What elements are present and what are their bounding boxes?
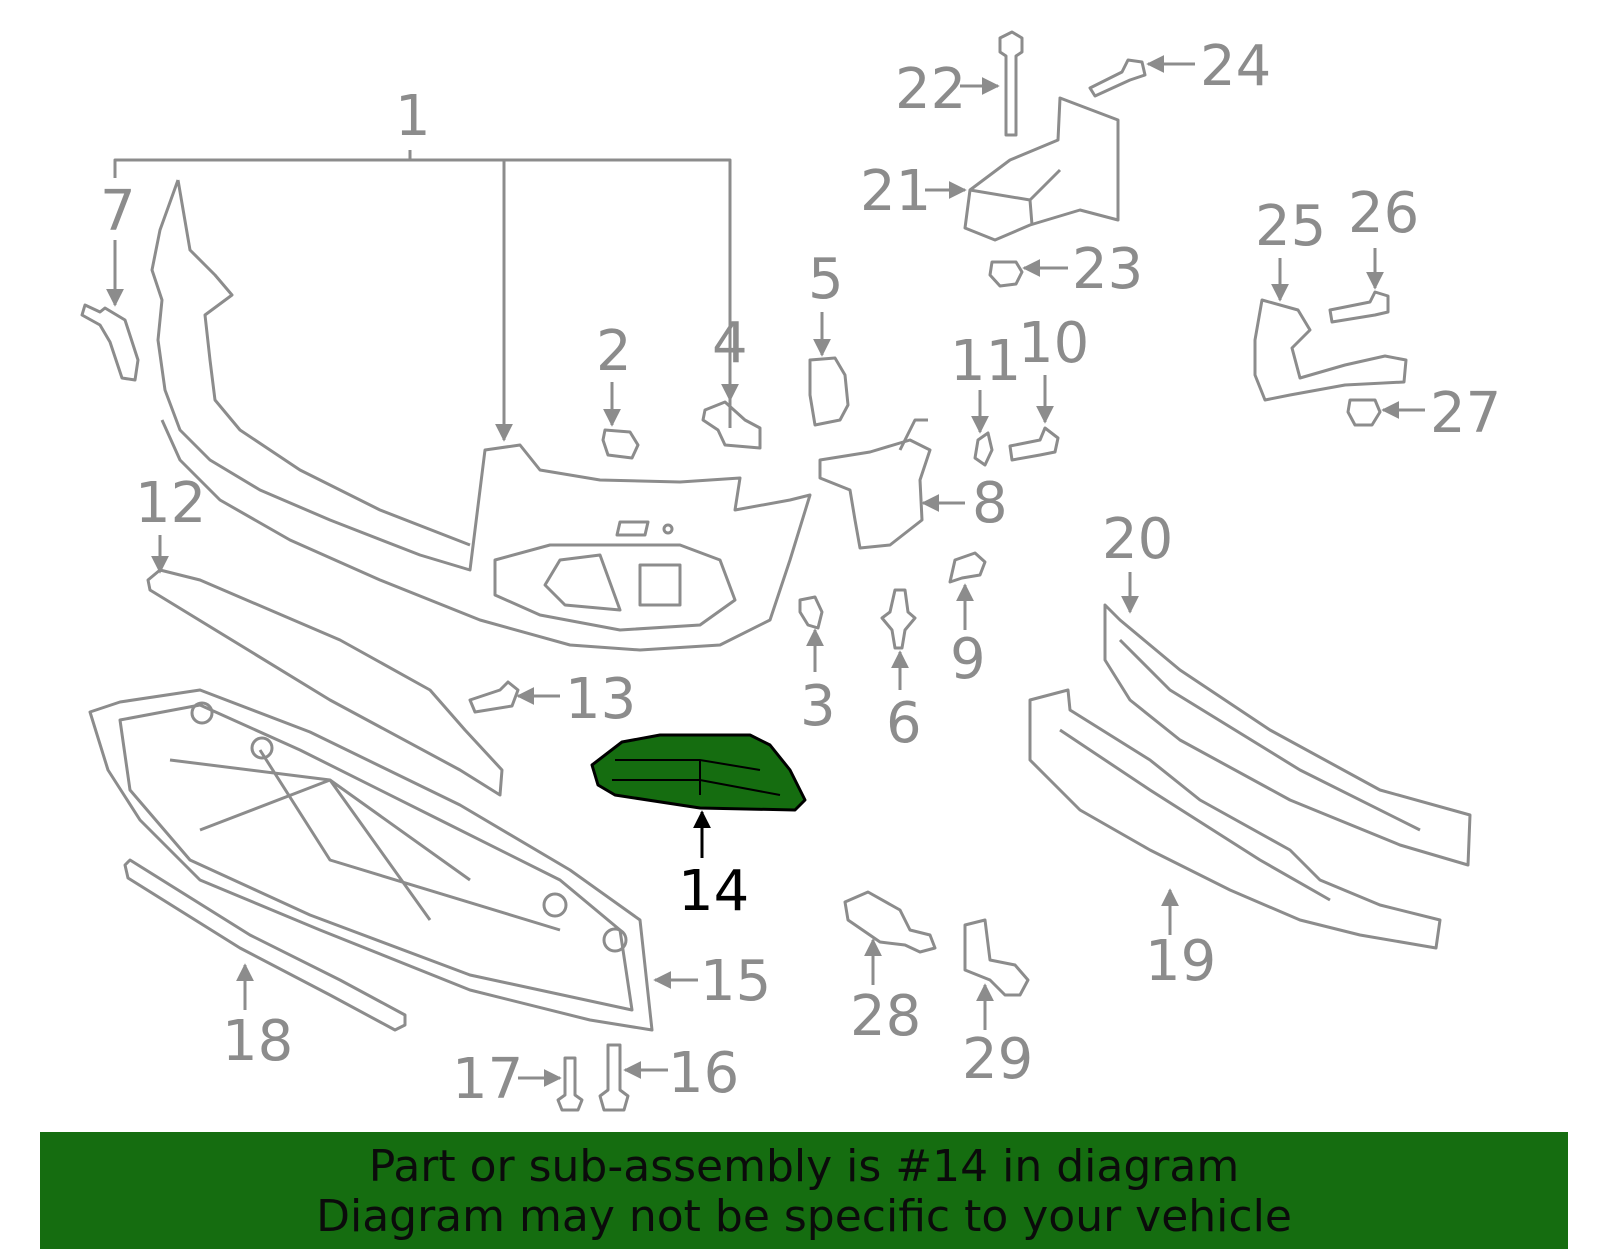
callout-22: 22	[895, 57, 966, 122]
banner-line-2: Diagram may not be specific to your vehi…	[316, 1191, 1292, 1242]
part-19	[1028, 688, 1442, 950]
part-17	[556, 1056, 584, 1112]
callout-5: 5	[808, 247, 844, 312]
callout-15: 15	[700, 949, 771, 1014]
callout-11: 11	[950, 329, 1021, 394]
callout-17: 17	[452, 1047, 523, 1112]
callout-3: 3	[800, 674, 836, 739]
part-16	[598, 1043, 630, 1112]
part-10	[1008, 426, 1060, 462]
part-25	[1253, 298, 1408, 402]
callout-25: 25	[1255, 194, 1326, 259]
part-3	[798, 595, 824, 630]
part-11	[973, 431, 994, 467]
part-13	[468, 680, 520, 714]
part-14-highlighted	[590, 733, 807, 858]
part-23	[988, 260, 1024, 288]
part-29	[963, 918, 1030, 997]
part-28	[843, 890, 937, 954]
callout-28: 28	[850, 984, 921, 1049]
part-24	[1088, 58, 1147, 98]
callout-4: 4	[712, 311, 748, 376]
callout-26: 26	[1348, 181, 1419, 246]
banner-line-1: Part or sub-assembly is #14 in diagram	[368, 1141, 1240, 1192]
callout-7: 7	[100, 179, 136, 244]
part-4	[701, 400, 762, 450]
callout-14: 14	[678, 859, 749, 924]
part-5	[808, 356, 850, 427]
callout-16: 16	[668, 1041, 739, 1106]
part-6	[880, 588, 917, 650]
part-8	[818, 438, 932, 550]
callout-21: 21	[860, 159, 931, 224]
bumper-cover	[150, 179, 812, 652]
callout-20: 20	[1102, 507, 1173, 572]
callout-10: 10	[1018, 311, 1089, 376]
callout-18: 18	[222, 1009, 293, 1074]
part-7	[80, 303, 140, 382]
callout-1-bracket	[113, 158, 732, 428]
callout-19: 19	[1145, 929, 1216, 994]
part-26	[1328, 290, 1390, 324]
callout-23: 23	[1072, 237, 1143, 302]
part-15	[88, 688, 654, 1032]
callout-8: 8	[972, 471, 1008, 536]
callout-2: 2	[596, 319, 632, 384]
callout-12: 12	[135, 471, 206, 536]
part-9	[948, 551, 987, 584]
info-banner: Part or sub-assembly is #14 in diagram D…	[40, 1132, 1568, 1249]
callout-13: 13	[565, 667, 636, 732]
part-22	[998, 30, 1024, 137]
callout-29: 29	[962, 1027, 1033, 1092]
callout-9: 9	[950, 627, 986, 692]
callout-27: 27	[1430, 381, 1501, 446]
part-18	[123, 858, 407, 1032]
part-20	[1103, 603, 1472, 867]
part-12	[146, 568, 504, 797]
part-2	[601, 428, 640, 460]
part-27	[1346, 398, 1382, 427]
callout-1: 1	[395, 84, 431, 149]
part-21	[963, 96, 1120, 242]
callout-6: 6	[886, 691, 922, 756]
callout-24: 24	[1200, 34, 1271, 99]
callout-labels: 1 2 3 4 5 6 7 8 9 10 11 12 13 14 15 16 1…	[100, 34, 1501, 1112]
